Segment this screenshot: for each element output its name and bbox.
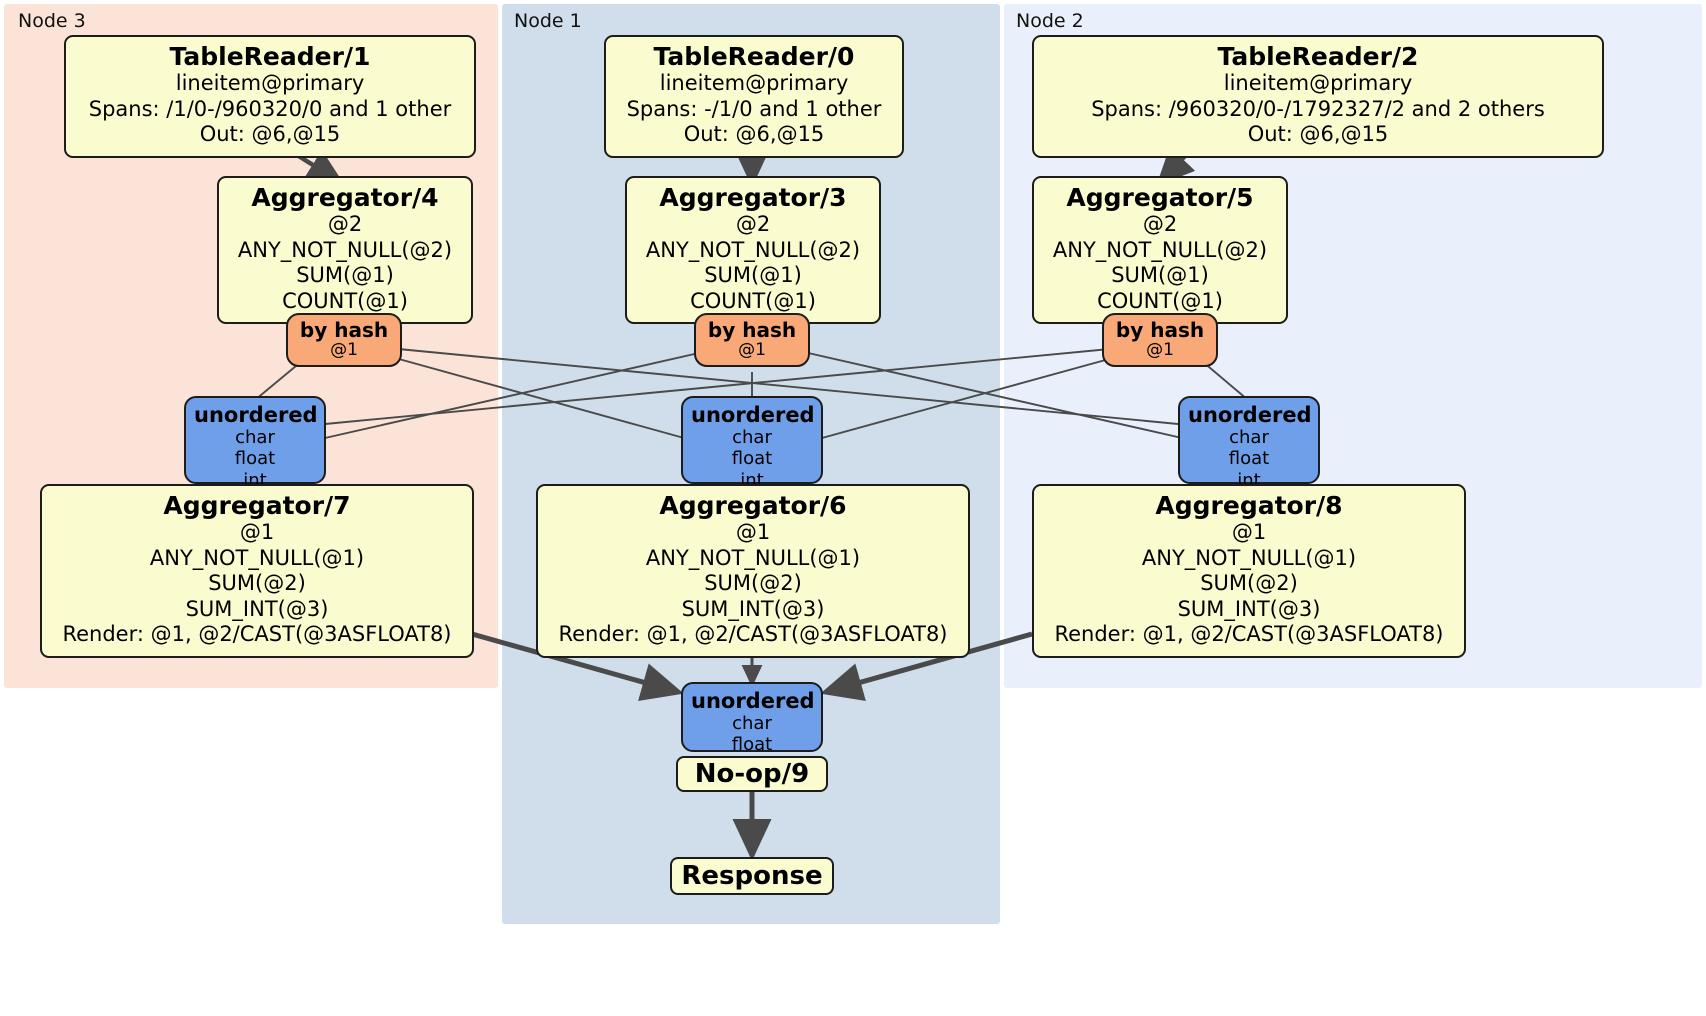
- processor-aggregator-3[interactable]: Aggregator/3 @2 ANY_NOT_NULL(@2) SUM(@1)…: [625, 176, 881, 325]
- router-line: @1: [738, 340, 766, 360]
- router-line: @1: [1146, 340, 1174, 360]
- processor-line: ANY_NOT_NULL(@2): [645, 237, 861, 262]
- processor-aggregator-8[interactable]: Aggregator/8 @1 ANY_NOT_NULL(@1) SUM(@2)…: [1032, 484, 1466, 659]
- processor-tablereader-1[interactable]: TableReader/1 lineitem@primary Spans: /1…: [64, 35, 476, 158]
- processor-line: Render: @1, @2/CAST(@3ASFLOAT8): [558, 622, 948, 647]
- processor-line: lineitem@primary: [1223, 71, 1413, 95]
- processor-line: ANY_NOT_NULL(@1): [1141, 545, 1357, 570]
- receiver-line: char: [732, 427, 772, 449]
- processor-line: SUM_INT(@3): [185, 596, 329, 621]
- receiver-unordered-node2[interactable]: unordered char float int: [1178, 396, 1320, 491]
- processor-line: SUM(@1): [704, 263, 802, 288]
- processor-aggregator-7[interactable]: Aggregator/7 @1 ANY_NOT_NULL(@1) SUM(@2)…: [40, 484, 474, 659]
- processor-line: SUM(@2): [1200, 571, 1298, 596]
- processor-line: @1: [239, 520, 275, 544]
- router-title: by hash: [299, 318, 389, 342]
- receiver-title: unordered: [194, 403, 318, 427]
- processor-response[interactable]: Response: [670, 857, 834, 895]
- receiver-title: unordered: [1188, 403, 1312, 427]
- processor-tablereader-0[interactable]: TableReader/0 lineitem@primary Spans: -/…: [604, 35, 904, 158]
- processor-title: Aggregator/7: [163, 491, 351, 520]
- router-title: by hash: [707, 318, 797, 342]
- processor-tablereader-2[interactable]: TableReader/2 lineitem@primary Spans: /9…: [1032, 35, 1604, 158]
- processor-line: @1: [1231, 520, 1267, 544]
- processor-line: lineitem@primary: [175, 71, 365, 95]
- processor-noop-9[interactable]: No-op/9: [676, 756, 828, 792]
- processor-aggregator-4[interactable]: Aggregator/4 @2 ANY_NOT_NULL(@2) SUM(@1)…: [217, 176, 473, 325]
- processor-title: TableReader/0: [653, 42, 855, 71]
- receiver-line: char: [732, 713, 772, 735]
- processor-title: Aggregator/4: [251, 183, 439, 212]
- processor-line: Spans: /1/0-/960320/0 and 1 other: [88, 96, 452, 121]
- processor-line: @2: [327, 212, 363, 236]
- processor-line: SUM(@1): [296, 263, 394, 288]
- processor-line: SUM(@1): [1111, 263, 1209, 288]
- processor-line: ANY_NOT_NULL(@1): [149, 545, 365, 570]
- receiver-title: unordered: [691, 689, 815, 713]
- router-by-hash-node2[interactable]: by hash @1: [1102, 313, 1218, 367]
- receiver-line: float: [731, 448, 773, 470]
- processor-line: Render: @1, @2/CAST(@3ASFLOAT8): [62, 622, 452, 647]
- receiver-title: unordered: [691, 403, 815, 427]
- processor-line: Render: @1, @2/CAST(@3ASFLOAT8): [1054, 622, 1444, 647]
- receiver-line: float: [731, 734, 773, 756]
- processor-title: TableReader/1: [169, 42, 371, 71]
- receiver-line: char: [1229, 427, 1269, 449]
- router-title: by hash: [1115, 318, 1205, 342]
- receiver-unordered-final[interactable]: unordered char float: [681, 682, 823, 756]
- node-label-node3: Node 3: [18, 10, 86, 32]
- processor-line: COUNT(@1): [282, 288, 408, 313]
- processor-line: SUM(@2): [208, 571, 306, 596]
- node-label-node1: Node 1: [514, 10, 582, 32]
- receiver-line: char: [235, 427, 275, 449]
- processor-line: @2: [735, 212, 771, 236]
- receiver-line: float: [1228, 448, 1270, 470]
- processor-line: Out: @6,@15: [199, 122, 341, 147]
- processor-title: Response: [681, 861, 823, 891]
- processor-line: SUM(@2): [704, 571, 802, 596]
- router-line: @1: [330, 340, 358, 360]
- processor-line: Spans: /960320/0-/1792327/2 and 2 others: [1091, 96, 1545, 121]
- processor-line: lineitem@primary: [659, 71, 849, 95]
- processor-line: ANY_NOT_NULL(@1): [645, 545, 861, 570]
- processor-title: TableReader/2: [1217, 42, 1419, 71]
- processor-line: SUM_INT(@3): [681, 596, 825, 621]
- processor-title: Aggregator/6: [659, 491, 847, 520]
- processor-line: Out: @6,@15: [683, 122, 825, 147]
- receiver-unordered-node3[interactable]: unordered char float int: [184, 396, 326, 491]
- processor-line: @2: [1142, 212, 1178, 236]
- processor-title: No-op/9: [694, 759, 810, 789]
- processor-line: ANY_NOT_NULL(@2): [1052, 237, 1268, 262]
- processor-title: Aggregator/5: [1066, 183, 1254, 212]
- receiver-unordered-node1[interactable]: unordered char float int: [681, 396, 823, 491]
- processor-line: ANY_NOT_NULL(@2): [237, 237, 453, 262]
- processor-aggregator-6[interactable]: Aggregator/6 @1 ANY_NOT_NULL(@1) SUM(@2)…: [536, 484, 970, 659]
- processor-title: Aggregator/8: [1155, 491, 1343, 520]
- processor-line: Out: @6,@15: [1247, 122, 1389, 147]
- node-label-node2: Node 2: [1016, 10, 1084, 32]
- processor-line: COUNT(@1): [690, 288, 816, 313]
- processor-line: Spans: -/1/0 and 1 other: [626, 96, 882, 121]
- router-by-hash-node1[interactable]: by hash @1: [694, 313, 810, 367]
- processor-line: SUM_INT(@3): [1177, 596, 1321, 621]
- processor-aggregator-5[interactable]: Aggregator/5 @2 ANY_NOT_NULL(@2) SUM(@1)…: [1032, 176, 1288, 325]
- processor-line: COUNT(@1): [1097, 288, 1223, 313]
- router-by-hash-node3[interactable]: by hash @1: [286, 313, 402, 367]
- receiver-line: float: [234, 448, 276, 470]
- processor-line: @1: [735, 520, 771, 544]
- processor-title: Aggregator/3: [659, 183, 847, 212]
